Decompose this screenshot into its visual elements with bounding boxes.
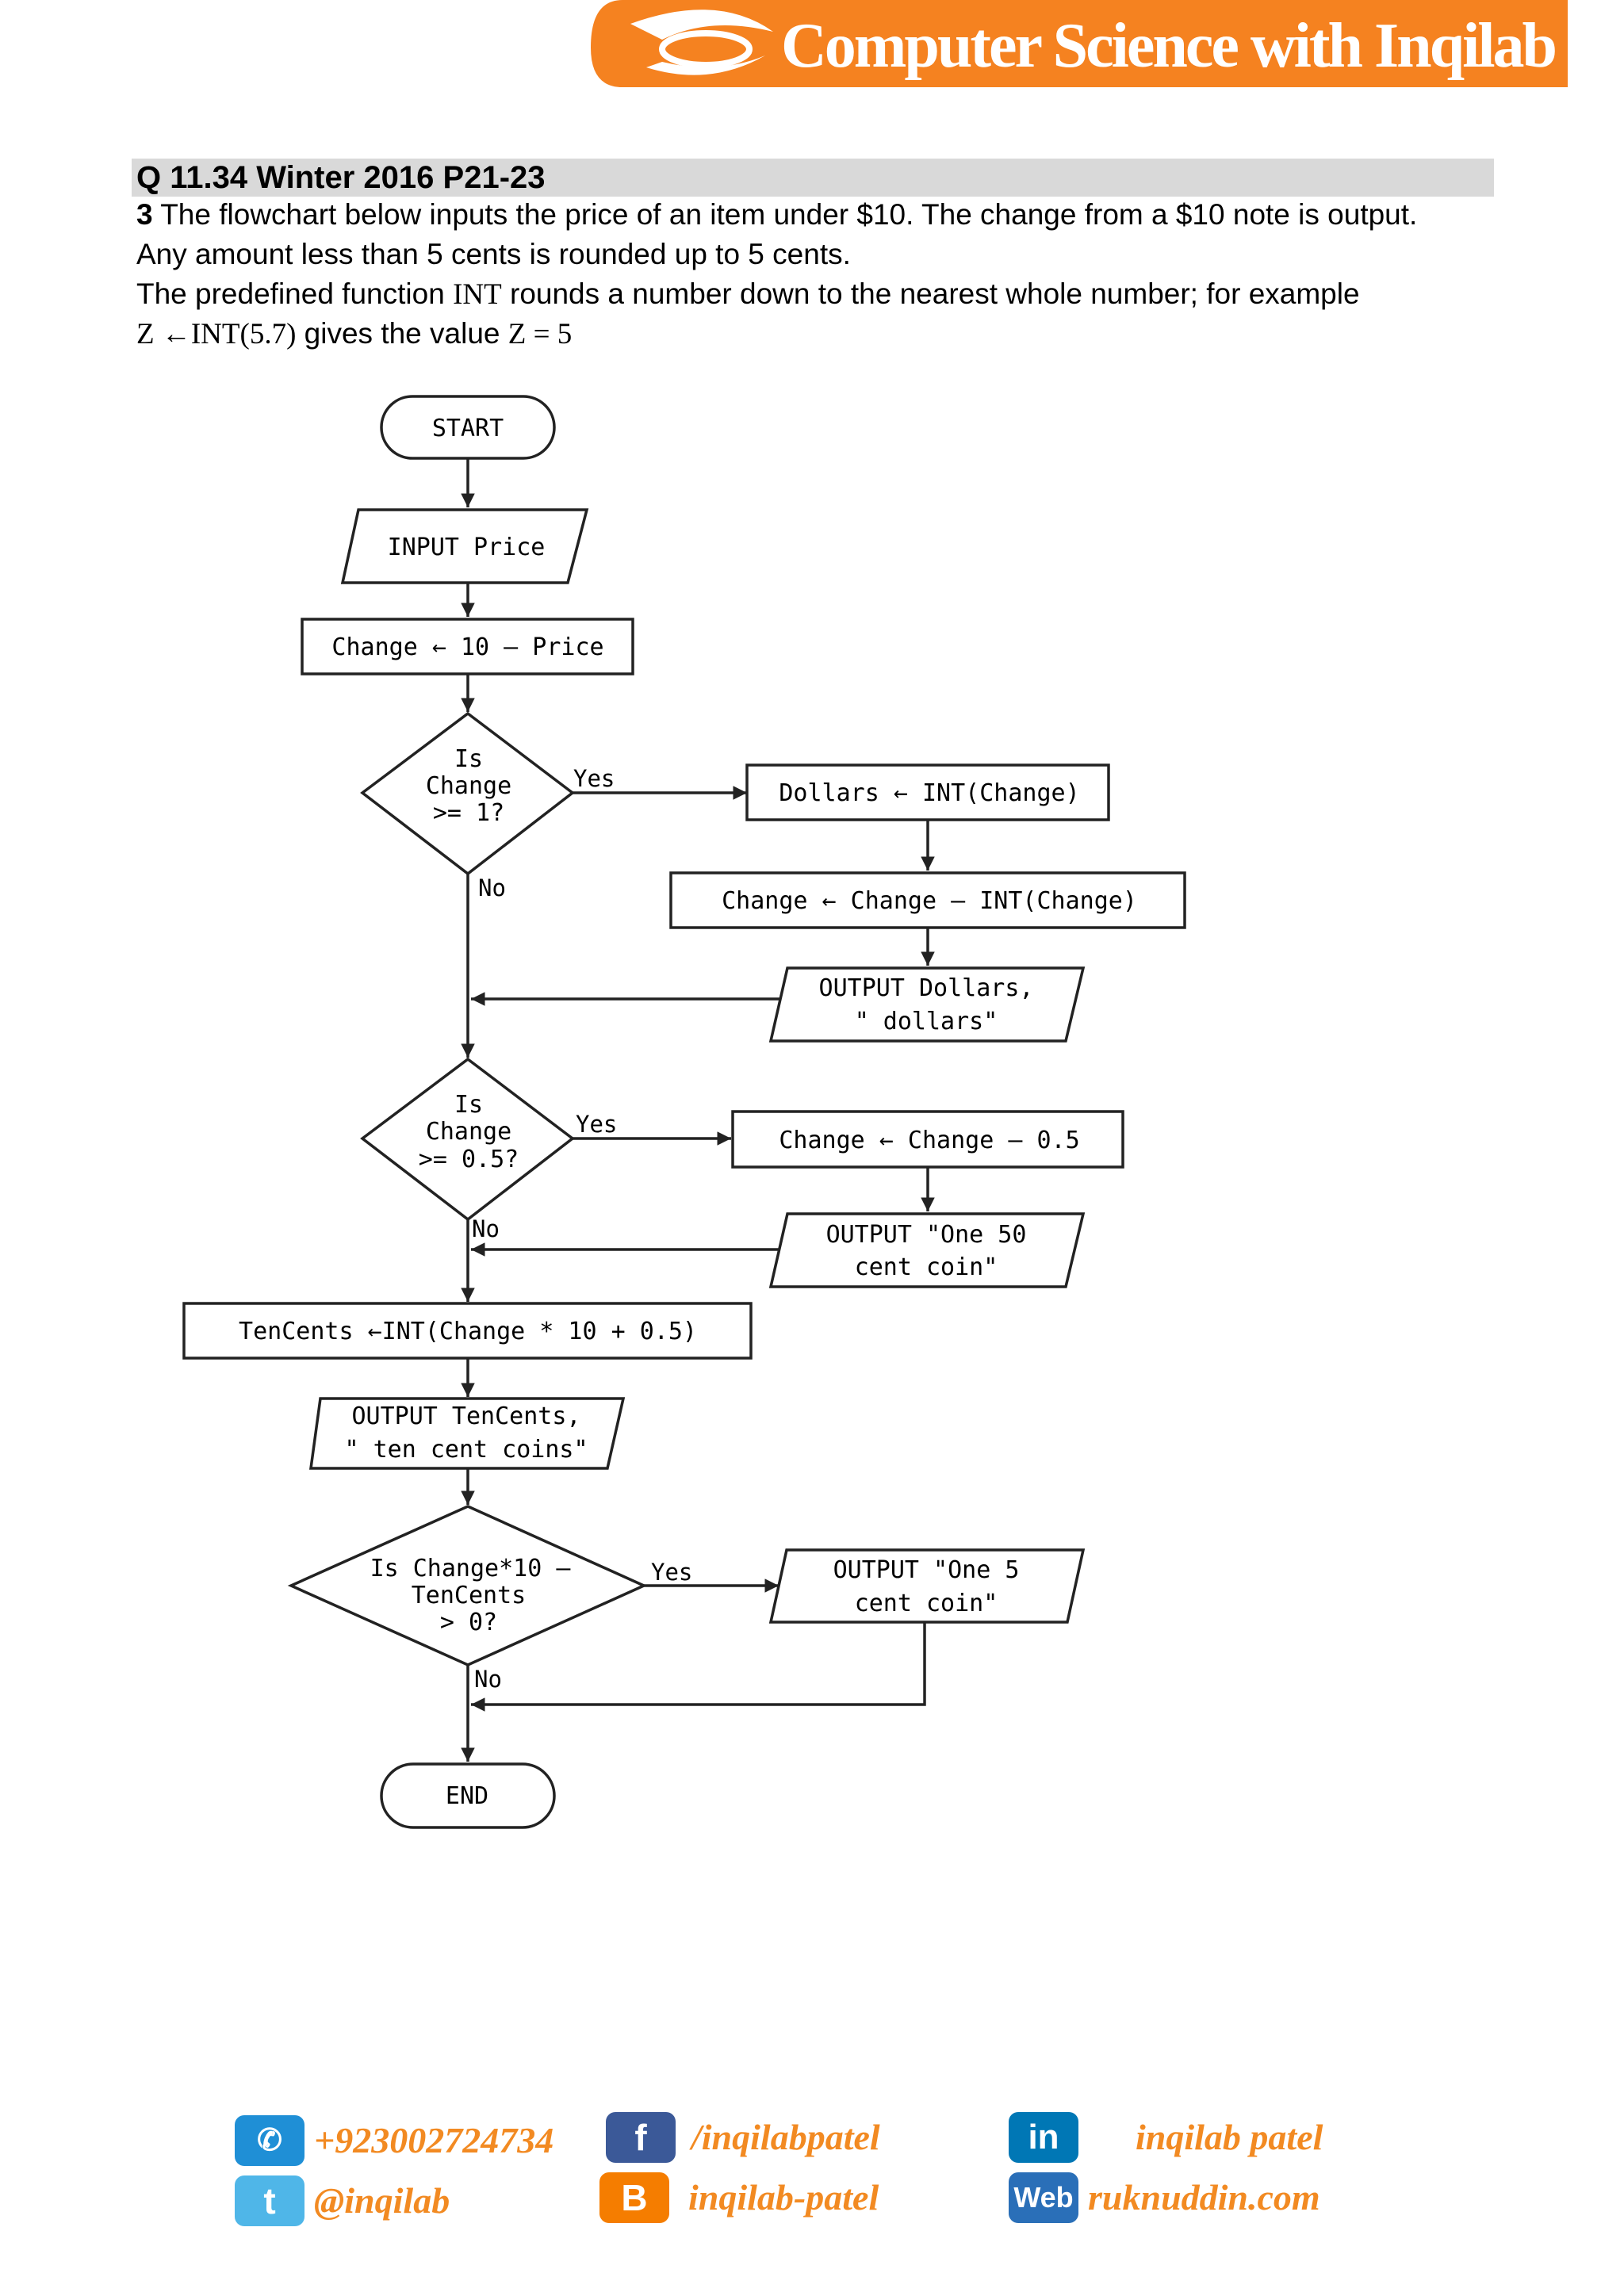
intro-text-4: gives the value [296, 317, 508, 350]
question-number: 3 [136, 198, 153, 231]
output-five-line-1: OUTPUT "One 5 [833, 1556, 1020, 1584]
decision2-yes-label: Yes [576, 1111, 617, 1138]
input-price-label: INPUT Price [388, 534, 546, 561]
decision2-line-1: Is [454, 1091, 483, 1119]
logo-swoosh-icon [630, 10, 773, 75]
output-tencents-box [308, 1397, 626, 1470]
web-icon: Web [1009, 2172, 1078, 2223]
intro-line-3: The predefined function INT rounds a num… [136, 274, 1360, 315]
output-tencents-line-2: " ten cent coins" [344, 1436, 588, 1464]
twitter-icon: t [235, 2175, 304, 2226]
output-fifty-line-1: OUTPUT "One 50 [826, 1221, 1027, 1249]
assign-change3-box [731, 1110, 1124, 1169]
footer-twitter-text: @inqilab [314, 2180, 450, 2221]
decision2-no-label: No [472, 1215, 500, 1242]
output-dollars-line-2: " dollars" [855, 1008, 998, 1035]
phone-icon: ✆ [235, 2115, 304, 2166]
int-function-name: INT [453, 278, 502, 311]
decision1-line-2: Change [426, 772, 511, 800]
intro-line-1: 3 The flowchart below inputs the price o… [136, 195, 1417, 235]
intro-text-3a: The predefined function [136, 277, 454, 310]
example-result: Z = 5 [508, 318, 573, 350]
blogger-icon: B [599, 2172, 669, 2223]
start-terminator [380, 395, 556, 460]
footer-phone-text: +923002724734 [314, 2120, 554, 2160]
connector-outputfive-return [471, 1622, 926, 1712]
decision3-line-2: TenCents [412, 1582, 527, 1609]
question-heading: Q 11.34 Winter 2016 P21-23 [132, 159, 1494, 197]
decision-change-ge-1 [360, 711, 575, 876]
output-fifty-cent-box [768, 1212, 1086, 1288]
decision1-line-3: >= 1? [433, 799, 504, 827]
output-tencents-line-1: OUTPUT TenCents, [352, 1402, 581, 1430]
header-banner [591, 0, 1568, 87]
decision2-line-3: >= 0.5? [419, 1146, 519, 1173]
input-price-box [340, 508, 589, 584]
assign-tencents-box [182, 1302, 753, 1360]
facebook-icon: f [606, 2112, 676, 2163]
assign-change-box [301, 618, 634, 675]
header-title: Computer Science with Inqilab Patel [781, 11, 1624, 81]
decision1-yes-label: Yes [573, 765, 615, 792]
decision3-no-label: No [474, 1666, 502, 1693]
decision1-line-1: Is [454, 745, 483, 773]
intro-text-1: The flowchart below inputs the price of … [160, 198, 1418, 231]
start-label: START [432, 415, 504, 442]
decision3-yes-label: Yes [651, 1559, 692, 1586]
intro-line-4: Z ←INT(5.7) gives the value Z = 5 [136, 314, 572, 354]
footer-linkedin-text: inqilab patel [1136, 2117, 1323, 2157]
decision2-line-2: Change [426, 1118, 511, 1146]
example-expression: Z ←INT(5.7) [136, 318, 297, 350]
assign-change-label: Change ← 10 – Price [331, 633, 603, 661]
assign-change2-box [669, 871, 1186, 929]
footer-facebook-text: /inqilabpatel [691, 2117, 880, 2157]
output-dollars-line-1: OUTPUT Dollars, [819, 974, 1034, 1002]
assign-tencents-label: TenCents ←INT(Change * 10 + 0.5) [239, 1318, 697, 1345]
assign-change3-label: Change ← Change – 0.5 [779, 1127, 1079, 1154]
end-terminator [380, 1762, 556, 1829]
assign-dollars-label: Dollars ← INT(Change) [779, 779, 1079, 807]
end-label: END [446, 1782, 488, 1810]
decision-remainder-gt-0 [287, 1505, 648, 1667]
decision1-no-label: No [478, 874, 506, 901]
assign-dollars-box [745, 763, 1110, 821]
intro-line-2: Any amount less than 5 cents is rounded … [136, 238, 851, 270]
footer-blogger-text: inqilab-patel [688, 2177, 879, 2218]
decision-change-ge-half [360, 1057, 575, 1222]
output-fifty-line-2: cent coin" [855, 1253, 998, 1281]
decision3-line-1: Is Change*10 – [370, 1555, 572, 1582]
output-five-cent-box [768, 1548, 1086, 1624]
output-dollars-box [768, 966, 1086, 1043]
linkedin-icon: in [1009, 2112, 1078, 2163]
intro-text-3b: rounds a number down to the nearest whol… [501, 277, 1360, 310]
output-five-line-2: cent coin" [855, 1590, 998, 1617]
footer-web-text: ruknuddin.com [1088, 2177, 1320, 2218]
decision3-line-3: > 0? [440, 1609, 497, 1636]
assign-change2-label: Change ← Change – INT(Change) [722, 887, 1137, 915]
